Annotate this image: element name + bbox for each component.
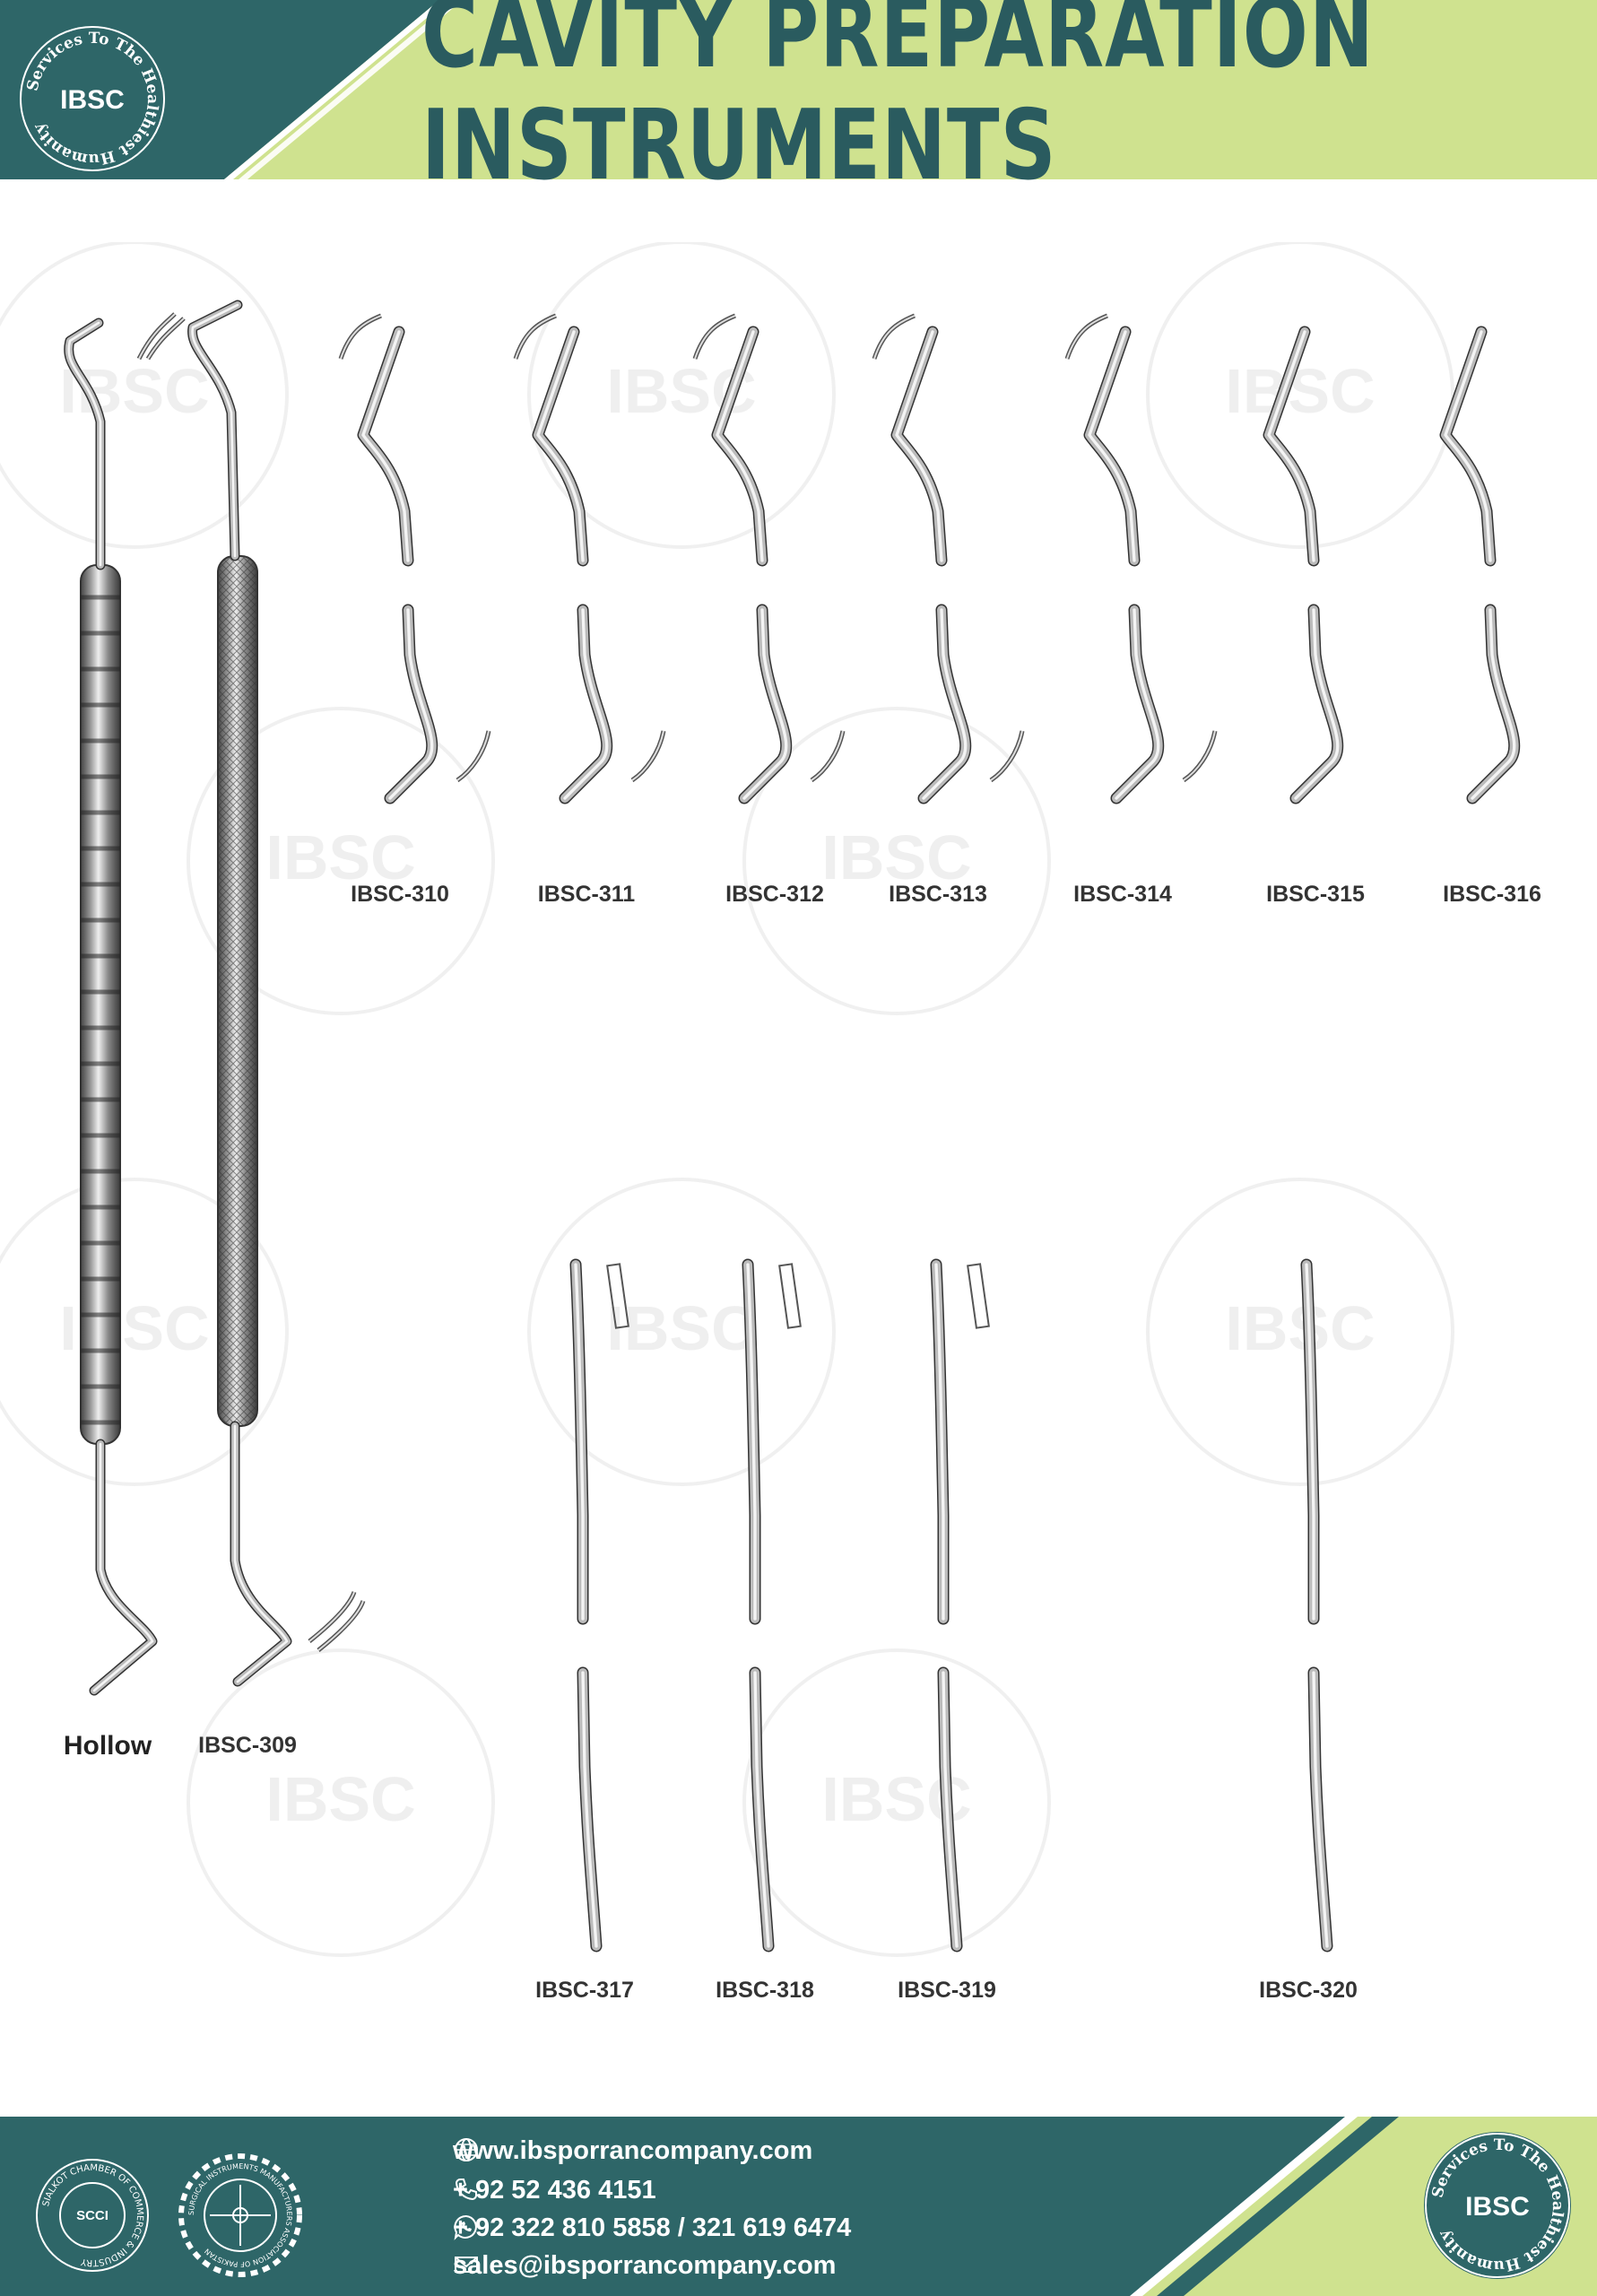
hollow-lower-tip (89, 1439, 158, 1696)
footer-banner: SIALKOT CHAMBER OF COMMERCE & INDUSTRY S… (0, 2117, 1597, 2296)
label-hollow: Hollow (63, 1731, 152, 1761)
website-text[interactable]: www.ibsporrancompany.com (453, 2136, 813, 2165)
label-ibsc-320: IBSC-320 (1259, 1978, 1358, 2003)
arc-mark (317, 1600, 366, 1652)
arc-mark (308, 1591, 357, 1643)
label-ibsc-319: IBSC-319 (898, 1978, 996, 2003)
tip-lower-318 (749, 1666, 775, 1952)
ibsc-309-upper-tip (187, 300, 243, 561)
scci-seal: SIALKOT CHAMBER OF COMMERCE & INDUSTRY S… (34, 2157, 151, 2274)
page-title: CAVITY PREPARATION INSTRUMENTS (421, 0, 1375, 202)
label-ibsc-312: IBSC-312 (725, 882, 824, 907)
watermark-seal: IBSC (187, 707, 495, 1015)
mail-icon (455, 2257, 478, 2273)
svg-text:IBSC: IBSC (59, 356, 209, 426)
tip-upper-319 (930, 1258, 950, 1625)
tip-lower-320 (1307, 1666, 1333, 1952)
whatsapp-text[interactable]: + 92 322 810 5858 / 321 619 6474 (453, 2213, 852, 2242)
company-logo-footer: Services To The Healthiest Humanity IBSC (1421, 2129, 1574, 2282)
tip-upper-316 (1439, 326, 1497, 567)
label-ibsc-309: IBSC-309 (198, 1733, 297, 1758)
label-ibsc-313: IBSC-313 (889, 882, 987, 907)
email-text[interactable]: sales@ibsporrancompany.com (453, 2251, 837, 2280)
hollow-upper-tip (64, 317, 106, 570)
arc-mark (810, 730, 846, 783)
arc-mark (338, 313, 382, 360)
whatsapp-icon (454, 2214, 477, 2240)
watermark-seal: IBSC (742, 1648, 1051, 1957)
watermark-seal: IBSC (0, 242, 289, 549)
svg-text:IBSC: IBSC (1225, 1293, 1375, 1363)
arc-mark (136, 312, 177, 361)
arc-mark (989, 730, 1025, 783)
watermark-seal: IBSC (527, 1178, 836, 1486)
tip-lower-313 (917, 604, 972, 804)
label-ibsc-314: IBSC-314 (1073, 882, 1172, 907)
tip-lower-311 (559, 604, 613, 804)
arc-mark (1064, 313, 1108, 360)
ibsc-309-handle (217, 555, 258, 1427)
arc-mark (630, 730, 666, 783)
company-logo: Services To The Healthiest Humanity IBSC (16, 22, 169, 175)
label-ibsc-311: IBSC-311 (537, 882, 636, 907)
tip-upper-320 (1300, 1258, 1320, 1625)
phone-text[interactable]: + 92 52 436 4151 (453, 2176, 656, 2205)
arc-mark (692, 313, 736, 360)
arc-mark (513, 313, 557, 360)
tip-upper-314 (1083, 326, 1141, 567)
label-ibsc-315: IBSC-315 (1266, 882, 1365, 907)
svg-text:IBSC: IBSC (1465, 2192, 1530, 2222)
svg-text:IBSC: IBSC (265, 1764, 415, 1834)
svg-text:IBSC: IBSC (60, 85, 125, 115)
globe-icon (455, 2138, 478, 2161)
tip-upper-318 (742, 1258, 761, 1625)
tip-lower-312 (738, 604, 793, 804)
tip-lower-319 (937, 1666, 963, 1952)
contact-website[interactable]: www.ibsporrancompany.com (453, 2136, 812, 2166)
tip-lower-314 (1110, 604, 1165, 804)
arc-mark (872, 313, 916, 360)
contact-email[interactable]: sales@ibsporrancompany.com (453, 2251, 836, 2281)
label-ibsc-316: IBSC-316 (1443, 882, 1541, 907)
svg-text:IBSC: IBSC (606, 1293, 756, 1363)
svg-text:IBSC: IBSC (1225, 356, 1375, 426)
tip-upper-313 (890, 326, 948, 567)
tip-lower-315 (1289, 604, 1344, 804)
watermark-seal: IBSC (742, 707, 1051, 1015)
arc-mark (1182, 730, 1218, 783)
tip-upper-317 (569, 1258, 589, 1625)
tip-lower-317 (577, 1666, 603, 1952)
contact-whatsapp[interactable]: + 92 322 810 5858 / 321 619 6474 (453, 2213, 851, 2243)
tip-upper-311 (532, 326, 589, 567)
watermark-seal: IBSC (1146, 1178, 1454, 1486)
blade-outline (606, 1263, 629, 1329)
watermark-seal: IBSC (187, 1648, 495, 1957)
contact-phone[interactable]: + 92 52 436 4151 (453, 2176, 656, 2205)
header-background (0, 0, 1597, 179)
tip-upper-310 (357, 326, 414, 567)
header-banner: Services To The Healthiest Humanity IBSC… (0, 0, 1597, 202)
label-ibsc-310: IBSC-310 (351, 882, 449, 907)
svg-text:IBSC: IBSC (821, 822, 971, 892)
tip-lower-310 (384, 604, 438, 804)
watermark-seal: IBSC (1146, 242, 1454, 549)
arc-mark (145, 317, 186, 361)
hollow-handle (80, 564, 121, 1445)
tip-upper-312 (711, 326, 768, 567)
tip-lower-316 (1466, 604, 1521, 804)
label-ibsc-317: IBSC-317 (535, 1978, 634, 2003)
svg-text:IBSC: IBSC (265, 822, 415, 892)
blade-outline (778, 1263, 802, 1329)
blade-outline (967, 1263, 990, 1329)
arc-mark (456, 730, 491, 783)
phone-icon (455, 2179, 477, 2201)
tip-upper-315 (1263, 326, 1320, 567)
ibsc-309-lower-tip (230, 1421, 292, 1687)
label-ibsc-318: IBSC-318 (716, 1978, 814, 2003)
svg-text:SCCI: SCCI (76, 2208, 108, 2223)
surgical-association-seal: SURGICAL INSTRUMENTS MANUFACTURERS ASSOC… (178, 2152, 303, 2278)
